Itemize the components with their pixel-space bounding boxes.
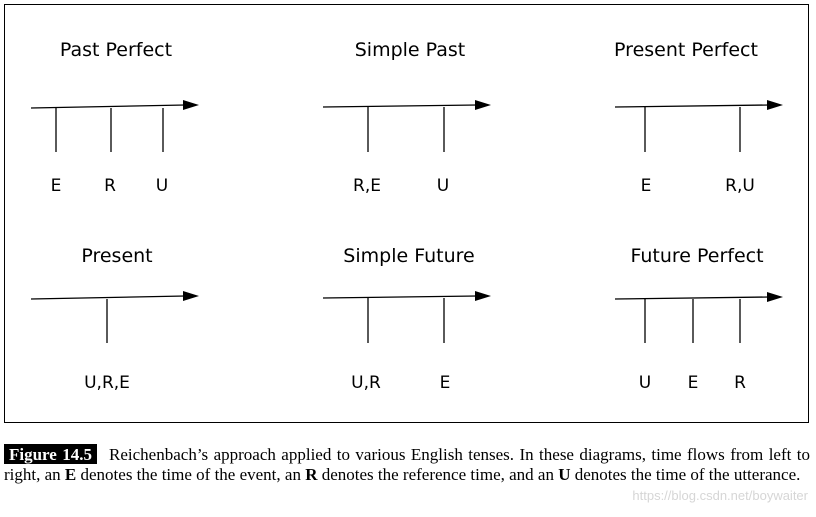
time-axis-line bbox=[614, 296, 770, 300]
panel-title: Present bbox=[81, 245, 152, 267]
arrowhead-icon bbox=[183, 291, 199, 301]
panel-title: Simple Future bbox=[343, 245, 474, 267]
tick-label: E bbox=[641, 176, 652, 196]
tick-label: R,U bbox=[725, 176, 755, 196]
caption-text-4: denotes the time of the utterance. bbox=[570, 465, 801, 484]
tick-label: R bbox=[734, 373, 746, 393]
tick-label: U bbox=[639, 373, 651, 393]
tick-label: R bbox=[104, 176, 116, 196]
tick-label: U bbox=[156, 176, 168, 196]
tick-label: U,R bbox=[351, 373, 381, 393]
arrowhead-icon bbox=[767, 100, 783, 110]
time-axis-line bbox=[30, 104, 186, 109]
tick-label: U,R,E bbox=[84, 373, 130, 393]
caption-text-3: denotes the reference time, and an bbox=[317, 465, 559, 484]
figure-label: Figure 14.5 bbox=[4, 444, 98, 464]
caption-bold-r: R bbox=[305, 465, 318, 484]
arrowhead-icon bbox=[767, 292, 783, 302]
caption-text-2: denotes the time of the event, an bbox=[76, 465, 306, 484]
panel-title: Future Perfect bbox=[630, 245, 763, 267]
tick-label: E bbox=[688, 373, 699, 393]
panel-title: Simple Past bbox=[355, 39, 466, 61]
arrowhead-icon bbox=[475, 291, 491, 301]
caption-bold-u: U bbox=[558, 465, 571, 484]
arrowhead-icon bbox=[183, 100, 199, 110]
panel-title: Past Perfect bbox=[60, 39, 172, 61]
caption-text-1: Reichenbach’s approach applied to variou… bbox=[4, 445, 810, 484]
tick-label: E bbox=[51, 176, 62, 196]
panel-title: Present Perfect bbox=[614, 39, 758, 61]
tick-label: R,E bbox=[353, 176, 381, 196]
time-axis-line bbox=[322, 104, 478, 108]
time-axis-line bbox=[614, 104, 770, 108]
watermark: https://blog.csdn.net/boywaiter bbox=[632, 488, 808, 503]
arrowhead-icon bbox=[475, 100, 491, 110]
time-axis-line bbox=[30, 295, 186, 300]
tick-label: E bbox=[440, 373, 451, 393]
tick-label: U bbox=[437, 176, 449, 196]
time-axis-line bbox=[322, 295, 478, 299]
caption-bold-e: E bbox=[64, 465, 77, 484]
